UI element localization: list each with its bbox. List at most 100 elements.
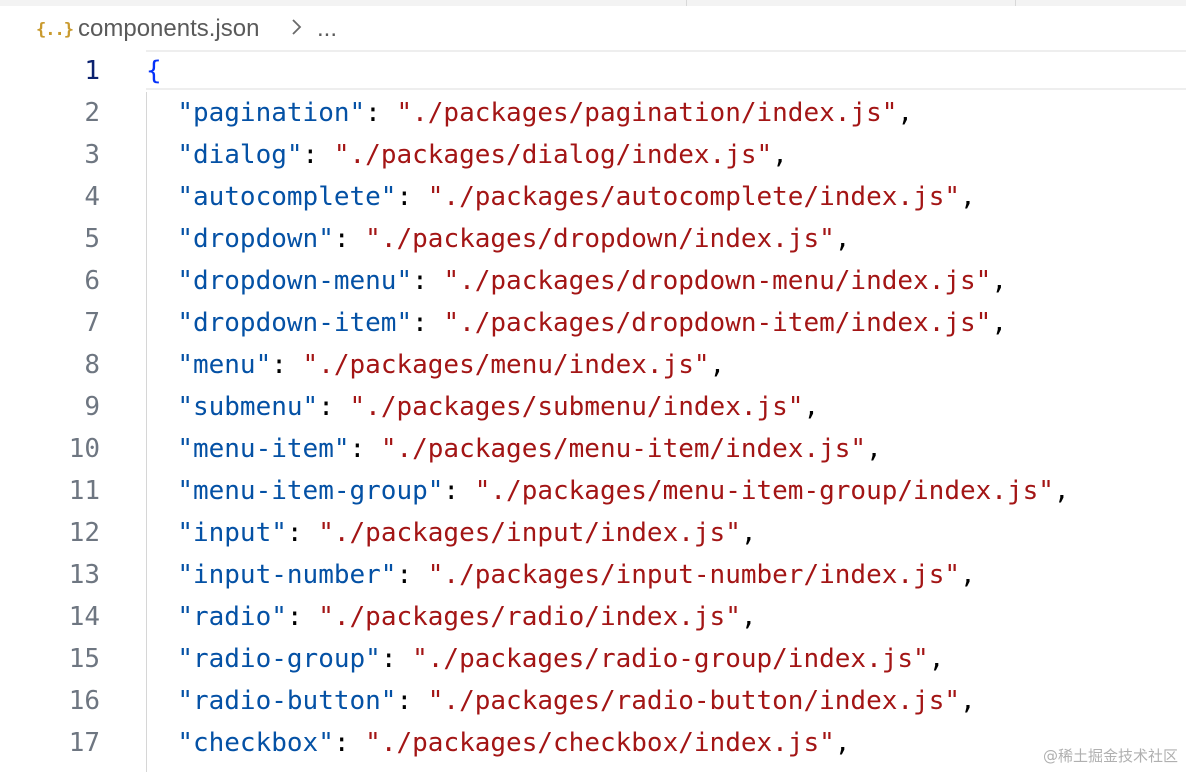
comma: , [803, 392, 820, 422]
line-number: 17 [68, 728, 100, 758]
code-line[interactable]: "dropdown-menu": "./packages/dropdown-me… [146, 260, 1070, 302]
line-number: 10 [68, 434, 100, 464]
code-line[interactable]: "dialog": "./packages/dialog/index.js", [146, 134, 1070, 176]
code-line[interactable]: "radio-group": "./packages/radio-group/i… [146, 638, 1070, 680]
json-icon: {..} [36, 20, 74, 40]
json-key: "pagination" [177, 98, 366, 128]
colon: : [380, 644, 413, 674]
colon: : [412, 266, 444, 296]
colon: : [333, 224, 366, 254]
json-string-value: "./packages/autocomplete/index.js" [427, 182, 960, 212]
comma: , [772, 140, 788, 170]
breadcrumb-more[interactable]: ... [317, 15, 338, 42]
line-number: 4 [84, 182, 100, 212]
code-line[interactable]: "radio": "./packages/radio/index.js", [146, 596, 1070, 638]
code-line[interactable]: "submenu": "./packages/submenu/index.js"… [146, 386, 1070, 428]
json-key: "submenu" [177, 392, 319, 422]
comma: , [834, 728, 851, 758]
json-key: "radio-group" [177, 644, 381, 674]
comma: , [740, 602, 757, 632]
json-key: "autocomplete" [177, 182, 397, 212]
colon: : [443, 476, 475, 506]
code-line[interactable]: "menu-item-group": "./packages/menu-item… [146, 470, 1070, 512]
code-line[interactable]: "dropdown": "./packages/dropdown/index.j… [146, 218, 1070, 260]
line-number: 16 [68, 686, 100, 716]
code-line[interactable]: "autocomplete": "./packages/autocomplete… [146, 176, 1070, 218]
colon: : [286, 602, 319, 632]
open-brace: { [146, 56, 162, 86]
line-number: 14 [68, 602, 100, 632]
breadcrumb: {..} components.json ... [0, 6, 1186, 50]
code-line[interactable]: "menu-item": "./packages/menu-item/index… [146, 428, 1070, 470]
colon: : [412, 308, 444, 338]
comma: , [960, 686, 976, 716]
current-line-highlight [146, 50, 1186, 90]
code-line[interactable]: "input-number": "./packages/input-number… [146, 554, 1070, 596]
json-string-value: "./packages/dropdown/index.js" [365, 224, 835, 254]
line-number: 7 [84, 308, 100, 338]
comma: , [834, 224, 851, 254]
code-line[interactable]: { [146, 50, 1070, 92]
colon: : [271, 350, 303, 380]
colon: : [396, 182, 428, 212]
colon: : [302, 140, 334, 170]
colon: : [318, 392, 350, 422]
code-line[interactable]: "dropdown-item": "./packages/dropdown-it… [146, 302, 1070, 344]
json-string-value: "./packages/dropdown-menu/index.js" [443, 266, 992, 296]
json-string-value: "./packages/radio-group/index.js" [412, 644, 929, 674]
code-line[interactable]: "pagination": "./packages/pagination/ind… [146, 92, 1070, 134]
line-number: 1 [84, 56, 100, 86]
json-key: "radio" [177, 602, 287, 632]
code-line[interactable]: "menu": "./packages/menu/index.js", [146, 344, 1070, 386]
json-key: "radio-button" [177, 686, 397, 716]
json-key: "dialog" [177, 140, 303, 170]
colon: : [333, 728, 366, 758]
json-key: "menu-item-group" [177, 476, 444, 506]
comma: , [991, 308, 1007, 338]
comma: , [1053, 476, 1070, 506]
line-number: 5 [84, 224, 100, 254]
json-string-value: "./packages/input-number/index.js" [427, 560, 960, 590]
colon: : [349, 434, 381, 464]
code-line[interactable]: "radio-button": "./packages/radio-button… [146, 680, 1070, 722]
editor-tab-strip [0, 0, 1186, 6]
json-key: "dropdown-menu" [177, 266, 413, 296]
colon: : [396, 560, 428, 590]
json-string-value: "./packages/menu-item/index.js" [380, 434, 867, 464]
line-number: 8 [84, 350, 100, 380]
colon: : [286, 518, 319, 548]
line-number: 15 [68, 644, 100, 674]
json-key: "input" [177, 518, 287, 548]
comma: , [866, 434, 882, 464]
json-key: "checkbox" [177, 728, 334, 758]
chevron-right-icon [292, 19, 302, 35]
code-line[interactable]: "input": "./packages/input/index.js", [146, 512, 1070, 554]
line-number: 12 [68, 518, 100, 548]
comma: , [897, 98, 914, 128]
code-line[interactable]: "checkbox": "./packages/checkbox/index.j… [146, 722, 1070, 764]
line-number: 11 [68, 476, 100, 506]
json-string-value: "./packages/pagination/index.js" [396, 98, 898, 128]
json-key: "menu" [177, 350, 272, 380]
watermark: @稀土掘金技术社区 [1042, 747, 1178, 765]
breadcrumb-file[interactable]: components.json [78, 15, 260, 42]
json-string-value: "./packages/checkbox/index.js" [365, 728, 835, 758]
line-number: 13 [68, 560, 100, 590]
colon: : [365, 98, 397, 128]
line-number: 2 [84, 98, 100, 128]
indent-guide [146, 92, 147, 772]
tab-divider [1015, 0, 1016, 6]
json-string-value: "./packages/radio/index.js" [318, 602, 741, 632]
json-string-value: "./packages/menu-item-group/index.js" [474, 476, 1054, 506]
tab-divider [686, 0, 687, 6]
line-number: 9 [84, 392, 100, 422]
json-string-value: "./packages/radio-button/index.js" [427, 686, 960, 716]
line-number: 6 [84, 266, 100, 296]
json-string-value: "./packages/input/index.js" [318, 518, 741, 548]
json-key: "menu-item" [177, 434, 350, 464]
comma: , [928, 644, 945, 674]
comma: , [960, 560, 976, 590]
colon: : [396, 686, 428, 716]
code-editor[interactable]: { "pagination": "./packages/pagination/i… [146, 50, 1070, 764]
